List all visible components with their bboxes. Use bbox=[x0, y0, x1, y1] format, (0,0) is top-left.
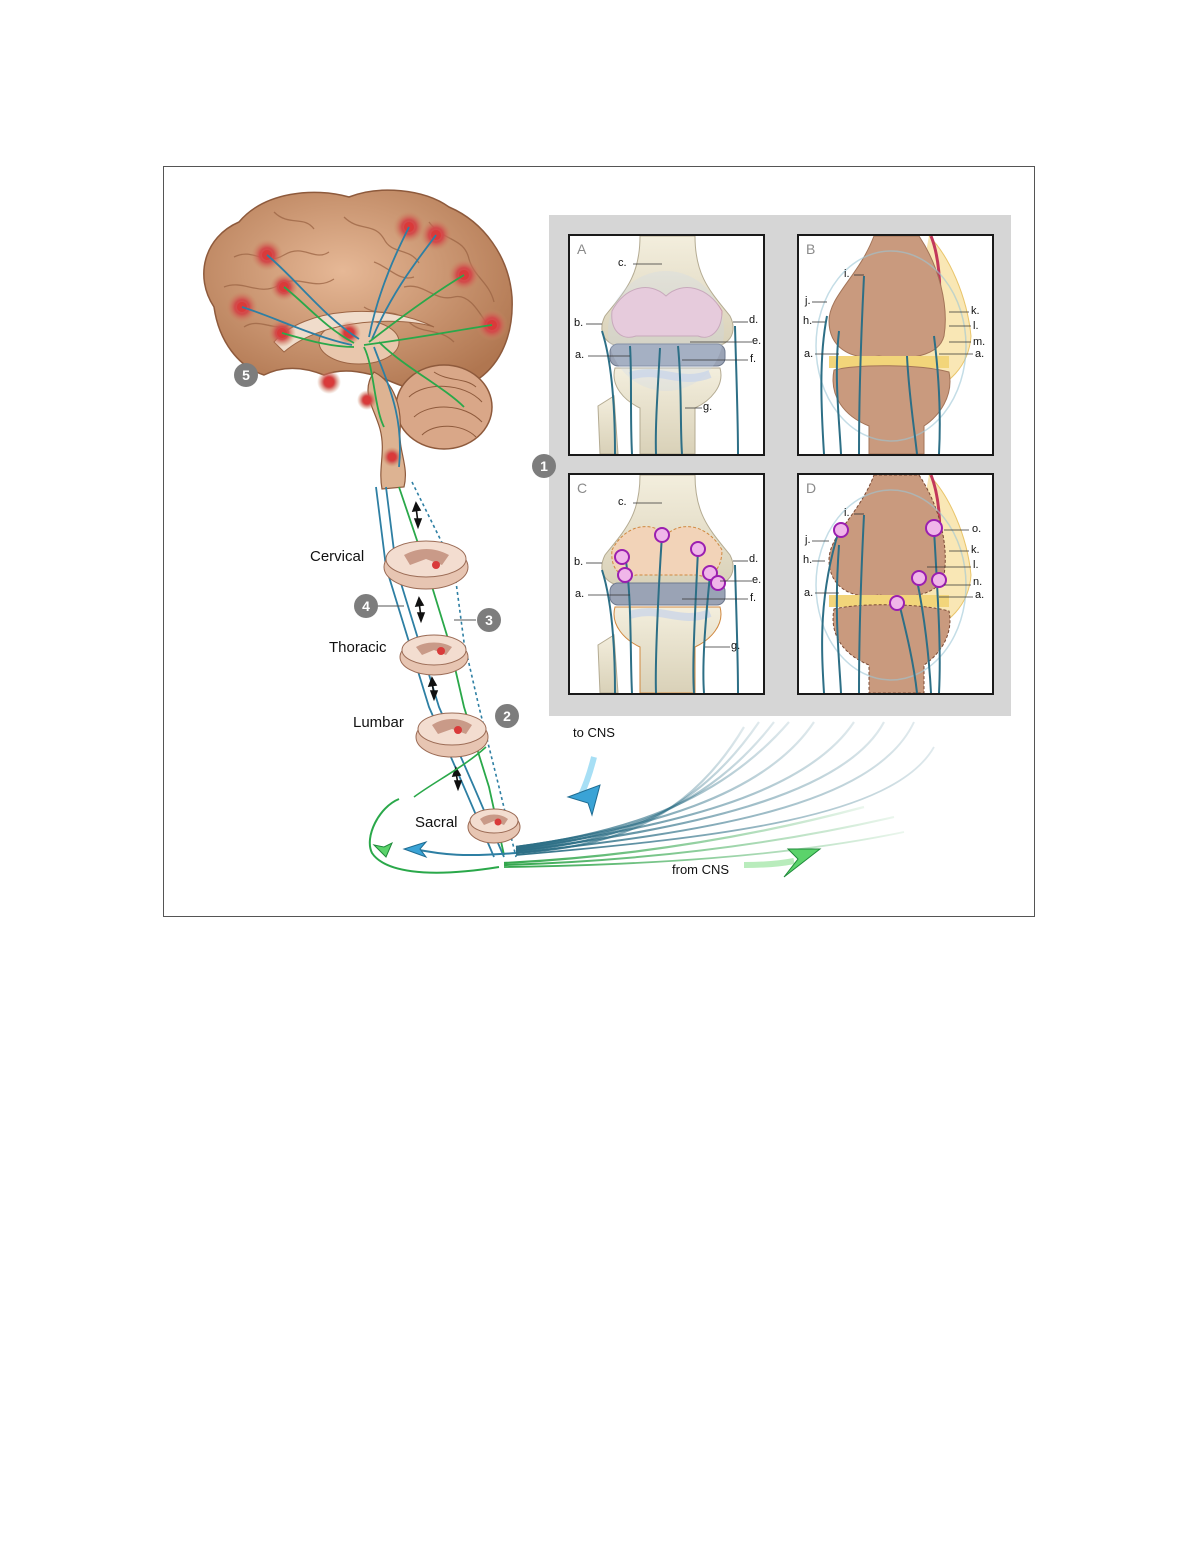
callout-d-h: h. bbox=[803, 554, 813, 566]
region-label-cervical: Cervical bbox=[310, 548, 365, 565]
arthritic-knee-frontal-drawing bbox=[586, 475, 752, 693]
callout-c-d: d. bbox=[749, 553, 759, 565]
double-arrow-icon bbox=[411, 501, 423, 530]
callout-c-e: e. bbox=[752, 574, 762, 586]
segment-links bbox=[411, 501, 463, 792]
flow-label-to-cns: to CNS bbox=[573, 725, 615, 740]
callout-b-a2: a. bbox=[975, 348, 985, 360]
thoracic-segment bbox=[399, 634, 469, 676]
callout-d-o: o. bbox=[972, 523, 982, 535]
sacral-segment bbox=[467, 808, 521, 844]
peripheral-nerves bbox=[368, 721, 935, 874]
callout-a-c: c. bbox=[618, 257, 627, 269]
blue-arrow-icon bbox=[566, 756, 601, 817]
double-arrow-icon bbox=[427, 676, 439, 702]
green-arrow-icon bbox=[743, 848, 822, 878]
cerebellum bbox=[395, 364, 493, 450]
spinal-segments bbox=[383, 540, 521, 844]
knee-panel-c: C c. b. d. e. a. f. g. bbox=[568, 473, 765, 695]
region-label-sacral: Sacral bbox=[415, 814, 458, 831]
callout-d-l: l. bbox=[973, 559, 979, 571]
region-label-lumbar: Lumbar bbox=[353, 714, 404, 731]
green-arrow-icon bbox=[372, 841, 393, 858]
sensitized-terminal-icon bbox=[833, 519, 947, 611]
sensitized-terminal-icon bbox=[614, 527, 726, 591]
brain-fibers bbox=[241, 226, 493, 468]
callout-a-e: e. bbox=[752, 335, 762, 347]
callout-c-g: g. bbox=[731, 640, 741, 652]
blue-arrow-icon bbox=[402, 840, 428, 859]
double-arrow-icon bbox=[451, 766, 463, 792]
healthy-knee-sagittal-drawing bbox=[812, 236, 973, 454]
step-badge-5: 5 bbox=[234, 363, 258, 387]
figure-frame: Cervical Thoracic Lumbar Sacral 5 4 3 2 … bbox=[163, 166, 1035, 917]
callout-b-j: j. bbox=[805, 295, 811, 307]
callout-d-j: j. bbox=[805, 534, 811, 546]
lumbar-segment bbox=[415, 712, 489, 758]
callout-a-g: g. bbox=[703, 401, 713, 413]
step-badge-4: 4 bbox=[354, 594, 378, 618]
callout-b-m: m. bbox=[973, 336, 986, 348]
panel-letter-b: B bbox=[806, 241, 816, 257]
callout-a-f: f. bbox=[750, 353, 757, 365]
step-badge-1: 1 bbox=[532, 454, 556, 478]
callout-d-a: a. bbox=[804, 587, 814, 599]
callout-d-n: n. bbox=[973, 576, 983, 588]
callout-b-k: k. bbox=[971, 305, 980, 317]
callout-c-c: c. bbox=[618, 496, 627, 508]
arthritic-knee-sagittal-drawing bbox=[812, 475, 973, 693]
step-badge-2: 2 bbox=[495, 704, 519, 728]
knee-panel-d: D i. o. j. k. h. l. n. a. a. bbox=[797, 473, 994, 695]
flow-label-from-cns: from CNS bbox=[672, 862, 730, 877]
callout-c-f: f. bbox=[750, 592, 757, 604]
panel-letter-d: D bbox=[806, 480, 817, 496]
step-badge-3: 3 bbox=[477, 608, 501, 632]
callout-d-i: i. bbox=[844, 507, 850, 519]
double-arrow-icon bbox=[414, 596, 426, 624]
callout-b-h: h. bbox=[803, 315, 813, 327]
region-label-thoracic: Thoracic bbox=[329, 639, 387, 656]
callout-a-a: a. bbox=[575, 349, 585, 361]
callout-b-i: i. bbox=[844, 268, 850, 280]
callout-b-a: a. bbox=[804, 348, 814, 360]
callout-c-a: a. bbox=[575, 588, 585, 600]
knee-panel-a: A c. b. d. e. a. f. g. bbox=[568, 234, 765, 456]
callout-c-b: b. bbox=[574, 556, 584, 568]
callout-d-a2: a. bbox=[975, 589, 985, 601]
callout-b-l: l. bbox=[973, 320, 979, 332]
callout-a-b: b. bbox=[574, 317, 584, 329]
brain bbox=[203, 189, 513, 490]
cervical-segment bbox=[383, 540, 469, 590]
callout-a-d: d. bbox=[749, 314, 759, 326]
corpus-callosum bbox=[273, 310, 435, 353]
callout-d-k: k. bbox=[971, 544, 980, 556]
panel-letter-a: A bbox=[577, 241, 587, 257]
healthy-knee-frontal-drawing bbox=[586, 236, 752, 454]
panel-letter-c: C bbox=[577, 480, 588, 496]
knee-panel-b: B i. j. k. h. l. m. a. a. bbox=[797, 234, 994, 456]
